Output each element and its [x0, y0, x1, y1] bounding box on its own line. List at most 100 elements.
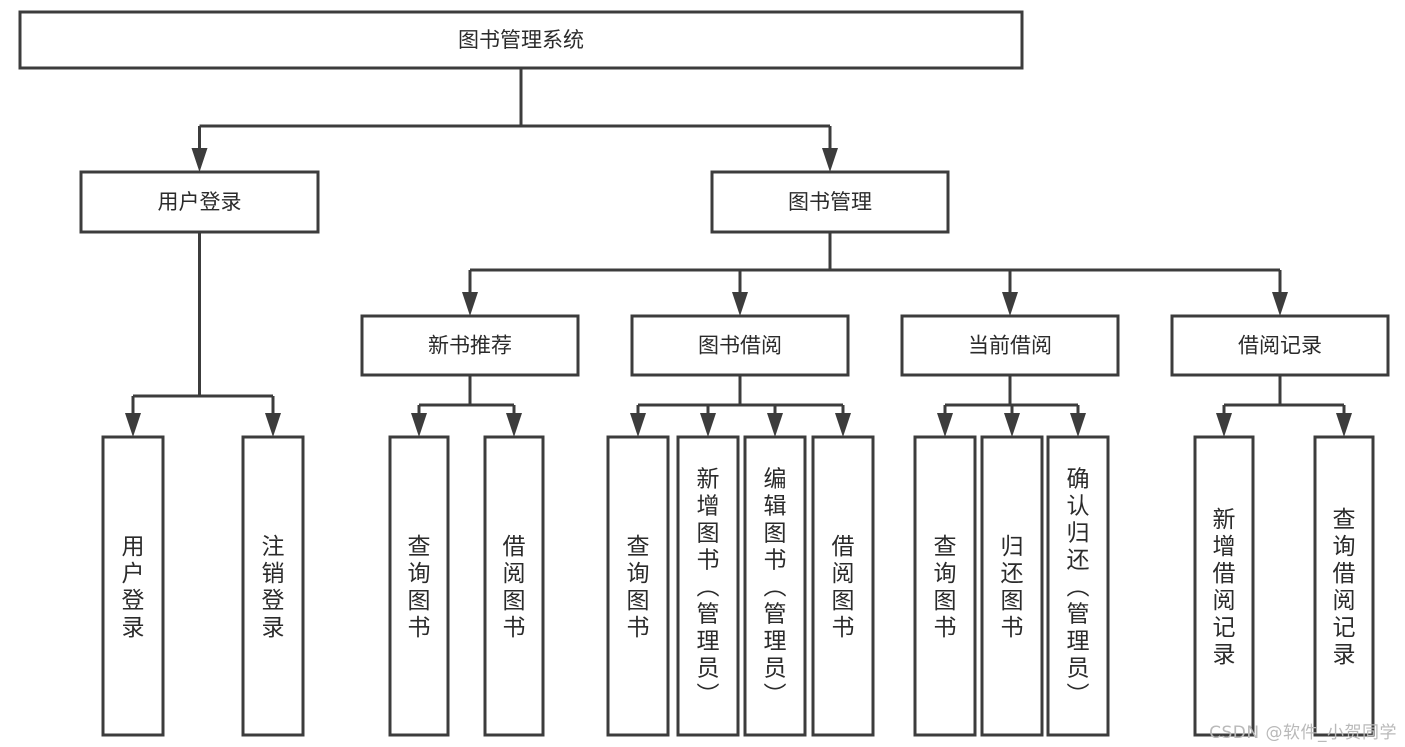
node-label-leaf-user-logout-char-1: 销 — [262, 561, 285, 587]
arrow-head-icon — [125, 413, 141, 437]
node-borrow-record[interactable]: 借阅记录 — [1170, 314, 1390, 377]
node-label-leaf-confirm-return-char-2: 归 — [1067, 521, 1090, 547]
connector-group-book-borrow — [630, 375, 851, 437]
node-label-leaf-add-book-char-8: ︶ — [697, 683, 720, 709]
connector-group-borrow-record — [1216, 375, 1352, 437]
node-label-leaf-confirm-return-char-6: 理 — [1067, 629, 1090, 655]
node-label-leaf-borrow-book-char-2: 图 — [832, 588, 855, 614]
node-label-leaf-user-logout-char-2: 登 — [262, 588, 285, 614]
node-leaf-user-login[interactable]: 用户登录 — [101, 435, 165, 737]
node-label-leaf-edit-book-char-6: 理 — [764, 629, 787, 655]
node-label-leaf-add-book-char-0: 新 — [697, 467, 720, 493]
node-label-leaf-borrow-book-char-0: 借 — [832, 534, 855, 560]
node-box-leaf-query-book-rec — [388, 435, 450, 737]
node-box-book-borrow — [630, 314, 850, 377]
node-label-leaf-add-book-char-2: 图 — [697, 521, 720, 547]
node-label-leaf-borrow-book-rec-char-2: 图 — [503, 588, 526, 614]
node-label-leaf-user-logout-char-0: 注 — [262, 534, 285, 560]
arrow-head-icon — [937, 413, 953, 437]
node-label-leaf-edit-book-char-5: 管 — [764, 602, 787, 628]
node-box-leaf-user-login — [101, 435, 165, 737]
node-label-leaf-add-book-char-3: 书 — [697, 548, 720, 574]
arrow-head-icon — [1070, 413, 1086, 437]
node-label-leaf-query-book-borrow-char-0: 查 — [627, 534, 650, 560]
node-label-leaf-add-book-char-7: 员 — [697, 656, 720, 682]
node-label-leaf-query-book-current-char-0: 查 — [934, 534, 957, 560]
arrow-head-icon — [732, 292, 748, 316]
arrow-head-icon — [700, 413, 716, 437]
node-label-current-borrow: 当前借阅 — [968, 334, 1052, 358]
node-box-leaf-borrow-book — [811, 435, 875, 737]
connector-group-user-login — [125, 232, 281, 437]
arrow-head-icon — [1272, 292, 1288, 316]
node-new-book-recommend[interactable]: 新书推荐 — [360, 314, 580, 377]
node-label-leaf-add-record-char-4: 记 — [1213, 615, 1236, 641]
node-box-leaf-add-book — [676, 435, 740, 737]
node-box-leaf-edit-book — [743, 435, 807, 737]
node-label-leaf-edit-book-char-8: ︶ — [764, 683, 787, 709]
node-label-leaf-confirm-return-char-5: 管 — [1067, 602, 1090, 628]
node-label-leaf-edit-book-char-0: 编 — [764, 467, 787, 493]
node-label-leaf-add-record-char-1: 增 — [1213, 534, 1236, 560]
node-box-leaf-query-book-borrow — [606, 435, 670, 737]
arrow-head-icon — [191, 148, 208, 172]
node-label-leaf-confirm-return-char-0: 确 — [1067, 467, 1090, 493]
node-label-leaf-edit-book-char-7: 员 — [764, 656, 787, 682]
node-box-leaf-query-record — [1313, 435, 1375, 737]
node-book-borrow[interactable]: 图书借阅 — [630, 314, 850, 377]
node-label-leaf-confirm-return-char-3: 还 — [1067, 548, 1090, 574]
node-label-leaf-user-login-char-3: 录 — [122, 615, 145, 641]
node-label-leaf-borrow-book-char-1: 阅 — [832, 561, 855, 587]
node-label-leaf-confirm-return-char-4: ︵ — [1067, 575, 1090, 601]
node-box-leaf-borrow-book-rec — [483, 435, 545, 737]
node-book-manage[interactable]: 图书管理 — [710, 170, 950, 234]
arrow-head-icon — [1002, 292, 1018, 316]
node-label-leaf-query-book-current-char-2: 图 — [934, 588, 957, 614]
node-label-leaf-add-record-char-5: 录 — [1213, 642, 1236, 668]
arrow-head-icon — [462, 292, 478, 316]
node-label-leaf-query-book-current-char-3: 书 — [934, 615, 957, 641]
node-box-user-login — [79, 170, 320, 234]
node-label-leaf-query-book-rec-char-3: 书 — [408, 615, 431, 641]
connector-layer — [125, 68, 1352, 437]
node-box-new-book-recommend — [360, 314, 580, 377]
node-label-leaf-add-book-char-6: 理 — [697, 629, 720, 655]
connector-group-new-book-recommend — [411, 375, 522, 437]
node-root[interactable]: 图书管理系统 — [18, 10, 1024, 70]
node-label-borrow-record: 借阅记录 — [1238, 334, 1322, 358]
node-label-leaf-query-record-char-3: 阅 — [1333, 588, 1356, 614]
node-label-leaf-user-logout-char-3: 录 — [262, 615, 285, 641]
node-label-leaf-add-book-char-5: 管 — [697, 602, 720, 628]
node-user-login[interactable]: 用户登录 — [79, 170, 320, 234]
node-box-leaf-user-logout — [241, 435, 305, 737]
node-label-leaf-query-record-char-0: 查 — [1333, 507, 1356, 533]
node-box-leaf-return-book — [980, 435, 1044, 737]
node-label-leaf-confirm-return-char-7: 员 — [1067, 656, 1090, 682]
node-label-leaf-edit-book-char-1: 辑 — [764, 494, 787, 520]
node-current-borrow[interactable]: 当前借阅 — [900, 314, 1120, 377]
node-label-leaf-confirm-return-char-1: 认 — [1067, 494, 1090, 520]
node-box-leaf-query-book-current — [913, 435, 977, 737]
node-label-leaf-query-record-char-2: 借 — [1333, 561, 1356, 587]
node-label-leaf-query-book-rec-char-1: 询 — [408, 561, 431, 587]
arrow-head-icon — [265, 413, 281, 437]
node-box-borrow-record — [1170, 314, 1390, 377]
node-label-leaf-query-book-rec-char-0: 查 — [408, 534, 431, 560]
node-label-leaf-query-record-char-5: 录 — [1333, 642, 1356, 668]
node-label-leaf-borrow-book-rec-char-3: 书 — [503, 615, 526, 641]
arrow-head-icon — [411, 413, 427, 437]
node-label-book-borrow: 图书借阅 — [698, 334, 782, 358]
